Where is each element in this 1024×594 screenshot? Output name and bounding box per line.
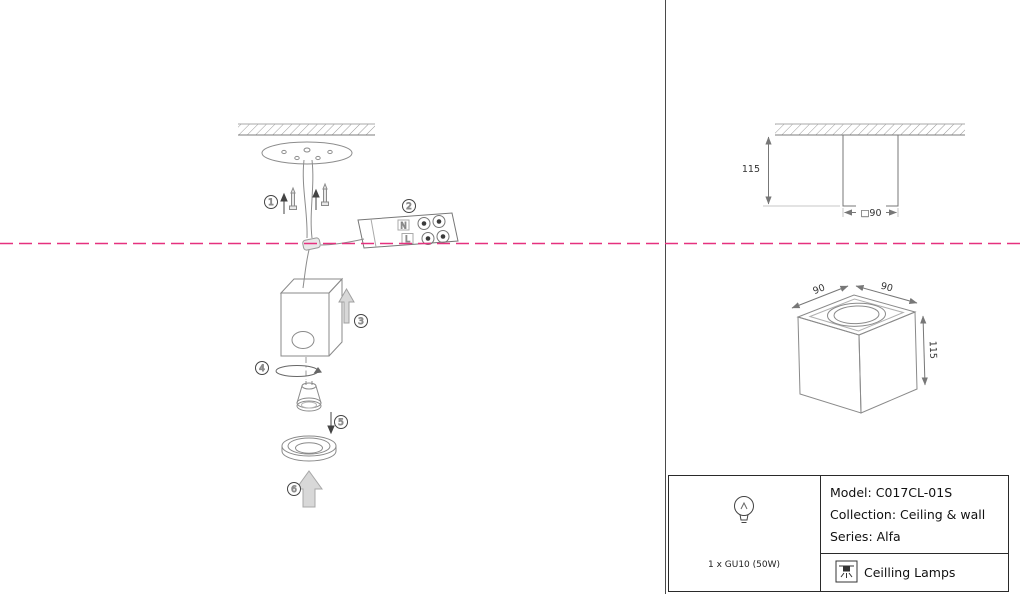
step-5-label: 5 xyxy=(338,418,344,428)
mounting-screws xyxy=(280,182,329,214)
iso-height-dim: 115 xyxy=(920,315,939,386)
ceiling-hatch-left xyxy=(238,123,375,136)
terminal-n-label: N xyxy=(400,222,406,232)
lamp-body-cube xyxy=(279,277,344,357)
step-6-badge: 6 xyxy=(287,482,301,496)
step-1-badge: 1 xyxy=(264,195,278,209)
ceiling-hatch-right xyxy=(775,123,965,136)
gu10-bulb xyxy=(296,381,322,412)
rotation-arrow xyxy=(275,357,322,380)
front-view-box xyxy=(842,134,899,207)
wire-connector xyxy=(302,237,321,289)
terminal-l-label: L xyxy=(405,235,410,245)
up-arrow-6 xyxy=(295,470,323,508)
step-6-label: 6 xyxy=(291,485,297,495)
step-2-label: 2 xyxy=(406,202,412,212)
front-height-label: 115 xyxy=(742,164,760,175)
up-arrow-3 xyxy=(338,287,355,324)
front-height-dim: 115 xyxy=(742,136,840,207)
install-diagram: 1 N L 2 xyxy=(238,123,459,508)
iso-cube xyxy=(796,294,918,414)
series-text: Series: Alfa xyxy=(830,529,901,544)
iso-width-label: 90 xyxy=(879,281,894,295)
model-text: Model: C017CL-01S xyxy=(830,485,952,500)
step-3-badge: 3 xyxy=(354,314,368,328)
step-2-badge: 2 xyxy=(402,199,416,213)
down-arrow-5 xyxy=(327,412,335,435)
ceiling-lamp-icon xyxy=(835,560,858,583)
terminal-block: N L xyxy=(320,212,459,249)
step-3-label: 3 xyxy=(358,317,364,327)
category-text: Ceilling Lamps xyxy=(864,565,955,580)
step-1-label: 1 xyxy=(268,198,274,208)
canopy-wires xyxy=(302,159,314,239)
iso-depth-dim: 90 xyxy=(791,282,849,309)
front-width-label: □90 xyxy=(860,208,881,219)
iso-height-label: 115 xyxy=(927,341,939,360)
spec-panel: 1 x GU10 (50W) Model: C017CL-01S Collect… xyxy=(668,475,1009,592)
iso-depth-label: 90 xyxy=(811,282,826,297)
front-view: 115 □90 xyxy=(742,123,965,219)
trim-ring xyxy=(281,435,337,462)
step-5-badge: 5 xyxy=(334,415,348,429)
bulb-icon xyxy=(734,496,754,523)
iso-view: 90 90 115 xyxy=(791,281,939,414)
canopy-plate xyxy=(261,141,353,165)
iso-width-dim: 90 xyxy=(855,281,918,304)
step-4-label: 4 xyxy=(259,364,265,374)
step-4-badge: 4 xyxy=(255,361,269,375)
front-width-dim: □90 xyxy=(842,205,899,219)
bulb-caption: 1 x GU10 (50W) xyxy=(708,560,780,570)
collection-text: Collection: Ceiling & wall xyxy=(830,507,985,522)
